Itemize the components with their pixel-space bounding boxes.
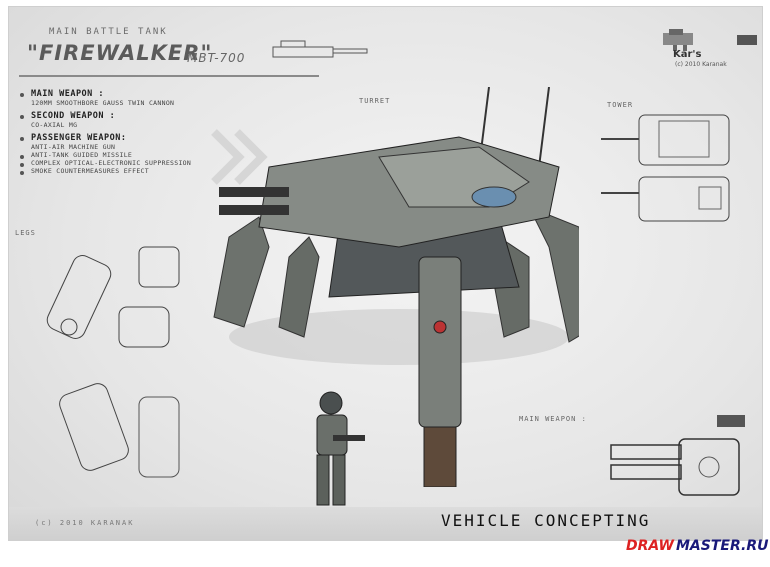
spec-item: COMPLEX OPTICAL-ELECTRONIC SUPPRESSION [17,159,227,167]
footer-banner: VEHICLE CONCEPTING [441,511,651,530]
brand-logo-icon [659,27,699,53]
footer-copyright: (c) 2010 KARANAK [35,519,135,527]
label-main-weapon: MAIN WEAPON : [519,415,587,423]
spec-list: MAIN WEAPON :120MM SMOOTHBORE GAUSS TWIN… [17,85,227,175]
spec-item: PASSENGER WEAPON:ANTI-AIR MACHINE GUN [17,133,227,151]
brand-sub: (c) 2010 Karanak [675,61,727,68]
top-weapon-sketch-icon [272,40,368,58]
spec-item: SECOND WEAPON :CO-AXIAL MG [17,111,227,129]
footer-band [9,507,762,540]
header-subtitle: MAIN BATTLE TANK [49,27,168,37]
legs-sketch-icon [46,246,180,478]
tower-sketch-icon [601,114,730,222]
header-title: "FIREWALKER" [27,41,213,65]
watermark-draw: DRAW [626,538,674,554]
header-divider [19,75,319,77]
label-turret: TURRET [359,97,391,105]
label-legs: LEGS [15,229,36,237]
corner-tab-decoration [737,35,757,45]
spec-item: MAIN WEAPON :120MM SMOOTHBORE GAUSS TWIN… [17,89,227,107]
main-weapon-sketch-icon [610,438,740,496]
spec-item: ANTI-TANK GUIDED MISSILE [17,151,227,159]
tank-illustration [213,87,579,487]
soldier-figure [316,391,365,506]
header-model: MBT-700 [187,51,246,65]
chevron-decoration-icon [211,129,268,185]
concept-sheet: MAIN BATTLE TANK "FIREWALKER" MBT-700 Ka… [8,6,763,541]
brand-name: Kar's [673,49,702,60]
label-tower: TOWER [607,101,634,109]
spec-item: SMOKE COUNTERMEASURES EFFECT [17,167,227,175]
watermark-master: MASTER.RU [676,538,769,554]
corner-tab-decoration [717,415,745,427]
